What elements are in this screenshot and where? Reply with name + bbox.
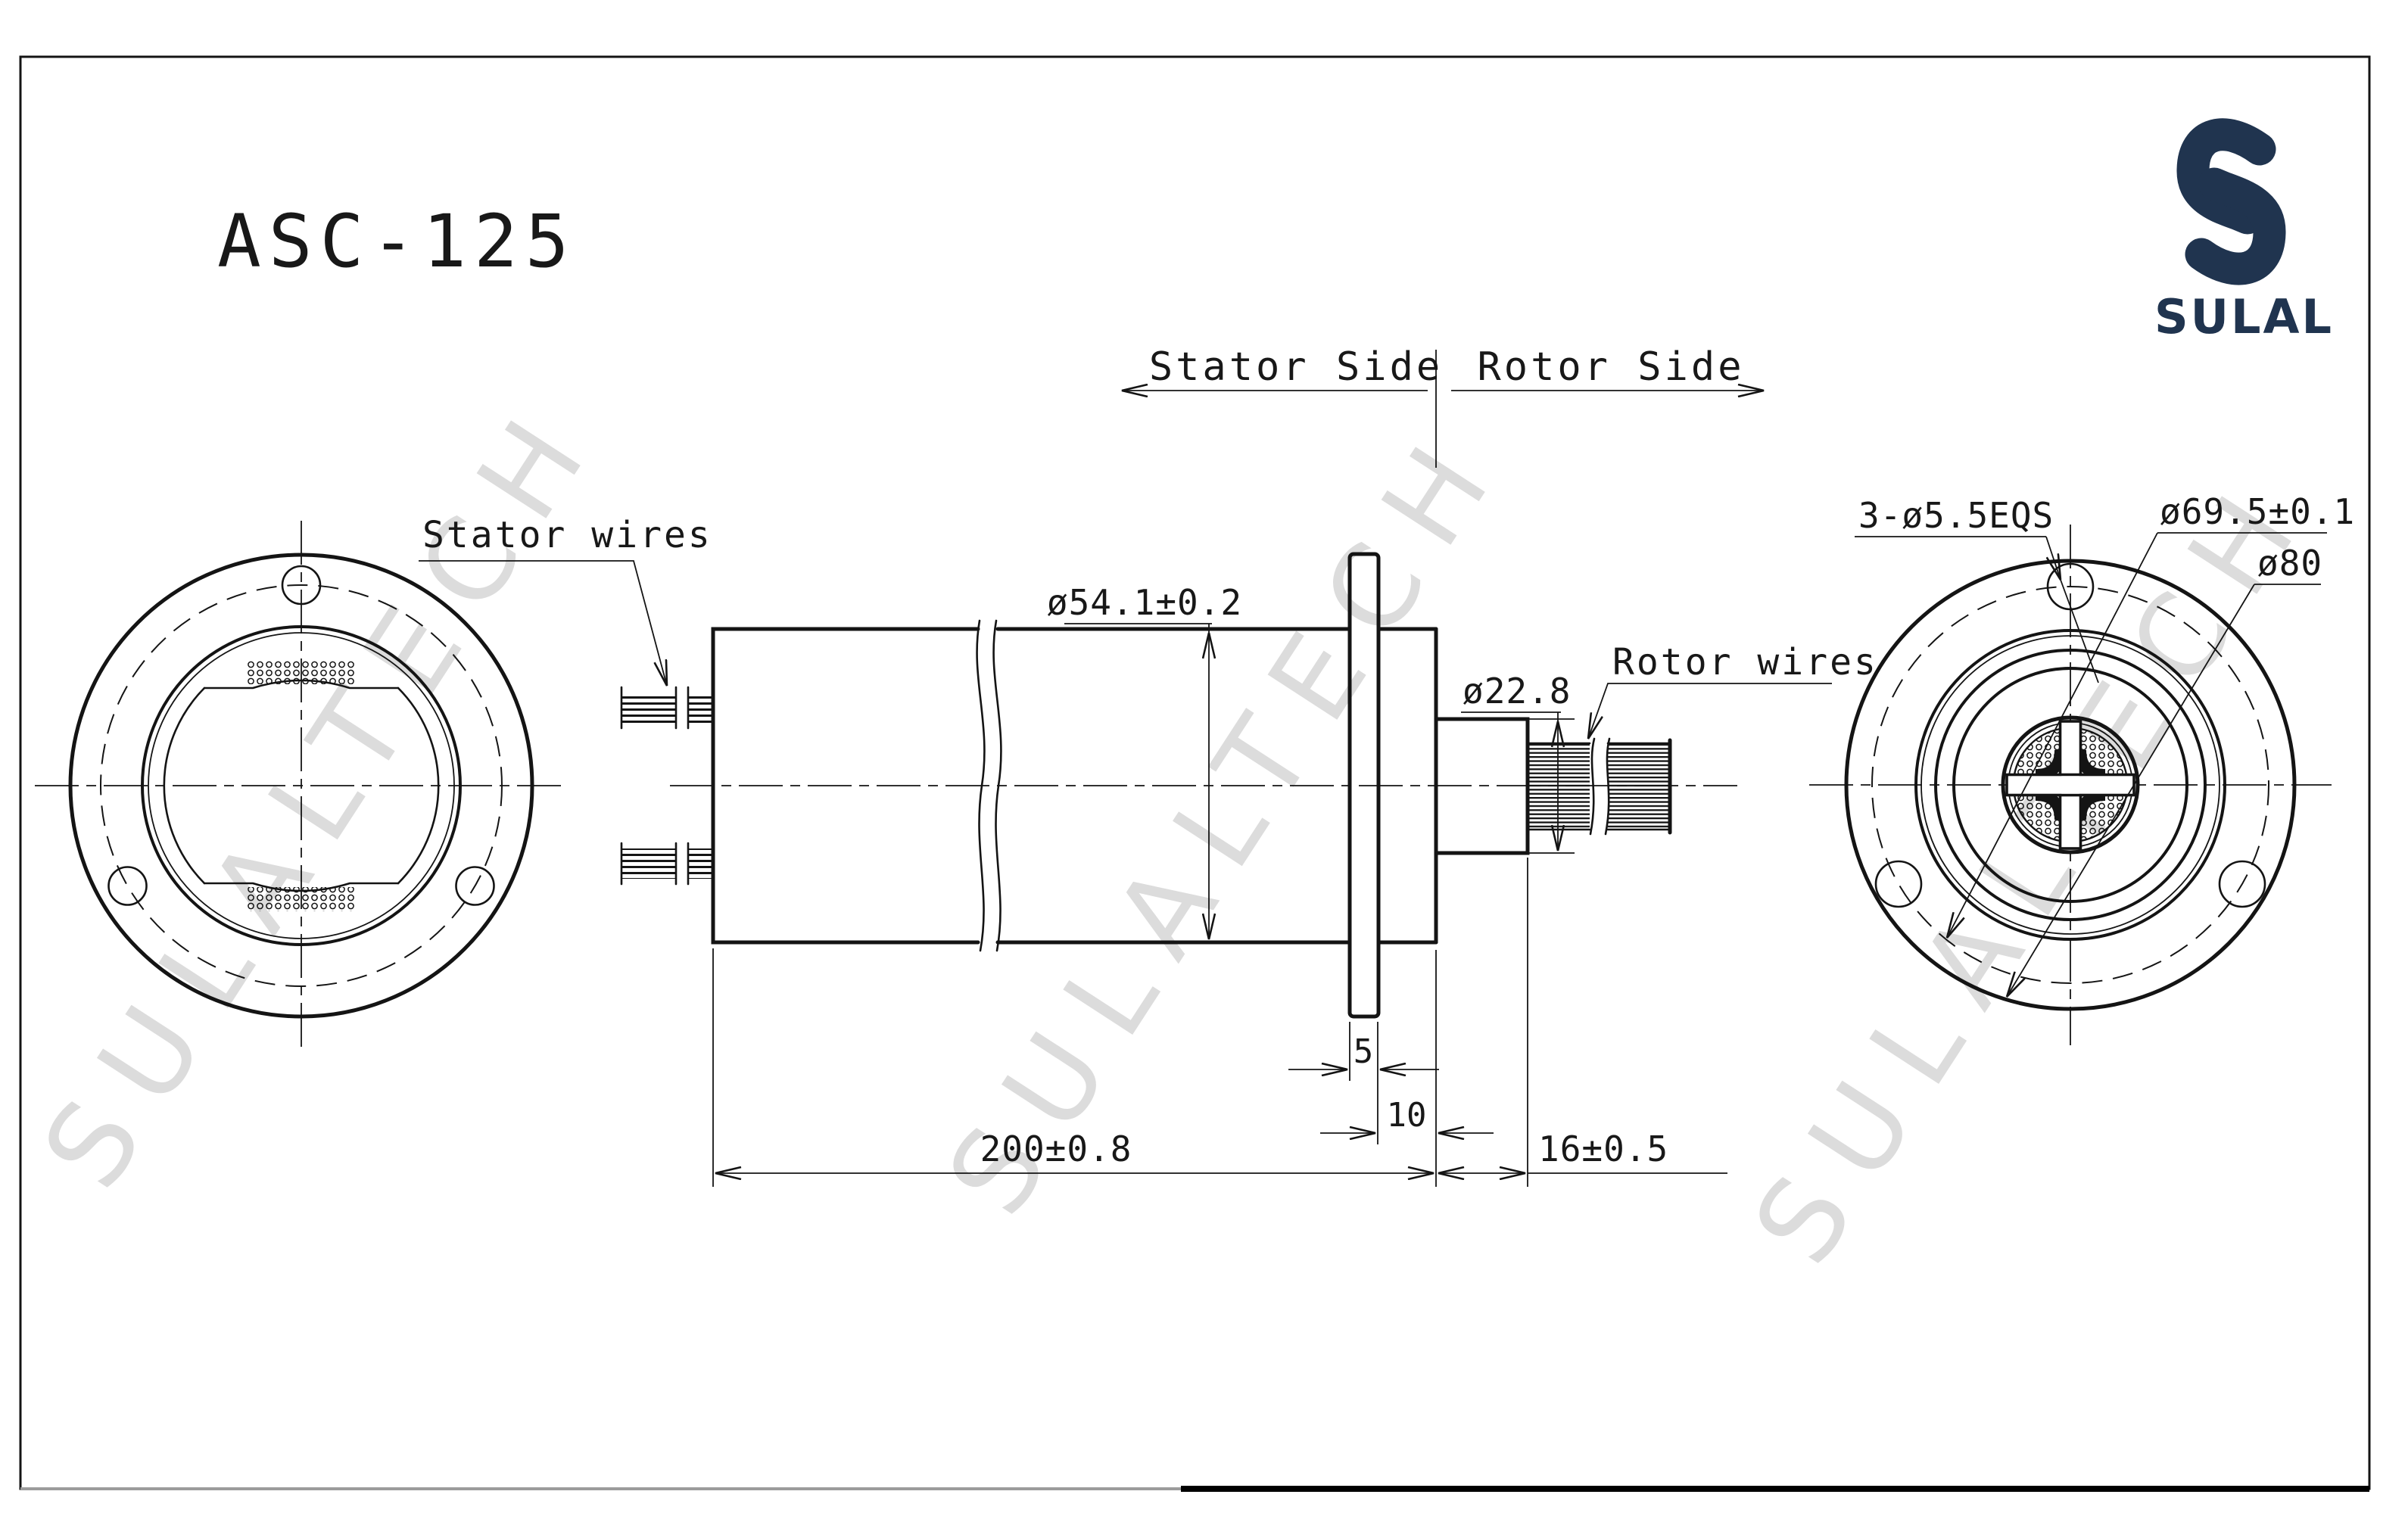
bolt-hole bbox=[107, 866, 148, 906]
watermark-text: SULALTECH bbox=[923, 402, 1529, 1238]
watermark-text: SULALTECH bbox=[1729, 451, 2335, 1287]
stator-side-label: Stator Side bbox=[1149, 344, 1443, 390]
stator-wire-bundle-end-top bbox=[248, 660, 355, 684]
rotor-wires-label: Rotor wires bbox=[1612, 641, 1878, 683]
mounting-flange bbox=[1347, 552, 1381, 1019]
dim-flange-diameter: ø80 bbox=[2007, 543, 2322, 997]
rotor-side-view bbox=[1809, 525, 2332, 1045]
dim-bolt-holes-text: 3-ø5.5EQS bbox=[1858, 495, 2054, 536]
stator-wires-callout: Stator wires bbox=[419, 514, 712, 686]
bolt-hole bbox=[2046, 562, 2095, 611]
watermark-text: SULALTECH bbox=[18, 375, 625, 1211]
dim-body-length: 200±0.8 bbox=[712, 948, 1437, 1187]
dim-boss-length: 16±0.5 bbox=[1438, 858, 1727, 1187]
hub-quadrant bbox=[2013, 727, 2066, 780]
dim-body-length-text: 200±0.8 bbox=[980, 1129, 1132, 1169]
sulal-logo-icon bbox=[2176, 118, 2286, 285]
side-view bbox=[620, 552, 1737, 1019]
slip-ring-body bbox=[711, 619, 1438, 952]
dim-body-diameter: ø54.1±0.2 bbox=[1047, 582, 1242, 939]
stator-side-view bbox=[35, 521, 568, 1051]
break-line bbox=[976, 619, 986, 952]
dim-step-length-text: 10 bbox=[1387, 1096, 1427, 1135]
dim-boss-length-text: 16±0.5 bbox=[1538, 1129, 1668, 1169]
dim-boss-diameter: ø22.8 bbox=[1461, 671, 1575, 854]
brand-name: SULAL bbox=[2154, 289, 2334, 344]
rotor-side-label: Rotor Side bbox=[1477, 344, 1744, 390]
rotor-boss bbox=[1434, 717, 1530, 855]
dim-flange-diameter-text: ø80 bbox=[2257, 543, 2322, 584]
dim-flange-thickness: 5 bbox=[1288, 1022, 1439, 1144]
dim-body-diameter-text: ø54.1±0.2 bbox=[1047, 582, 1242, 623]
dim-flange-thickness-text: 5 bbox=[1354, 1032, 1374, 1071]
bolt-hole bbox=[455, 866, 495, 906]
bolt-hole bbox=[2218, 860, 2266, 908]
rotor-wires bbox=[1527, 737, 1672, 836]
rotor-wires-callout: Rotor wires bbox=[1588, 641, 1878, 739]
bolt-hole bbox=[1874, 860, 1923, 908]
side-indicator: Stator Side Rotor Side bbox=[1122, 344, 1764, 468]
stator-wires-label: Stator wires bbox=[422, 514, 712, 556]
sulal-logo: SULAL bbox=[2154, 118, 2334, 344]
frame-border bbox=[19, 55, 2371, 1492]
stator-wire-bundle-end-bottom bbox=[248, 887, 355, 911]
dim-bolt-circle: ø69.5±0.1 bbox=[1947, 491, 2355, 938]
dim-bolt-circle-text: ø69.5±0.1 bbox=[2160, 491, 2355, 532]
rotor-hub bbox=[2001, 715, 2140, 855]
dim-step-length: 10 bbox=[1320, 1096, 1494, 1135]
break-line bbox=[992, 619, 1002, 952]
stator-wires bbox=[620, 686, 713, 886]
drawing-title: ASC-125 bbox=[217, 199, 577, 284]
dim-boss-diameter-text: ø22.8 bbox=[1463, 671, 1571, 711]
hub-cross-center bbox=[2061, 776, 2079, 794]
dim-bolt-holes: 3-ø5.5EQS bbox=[1855, 495, 2099, 683]
bolt-hole bbox=[281, 565, 322, 606]
